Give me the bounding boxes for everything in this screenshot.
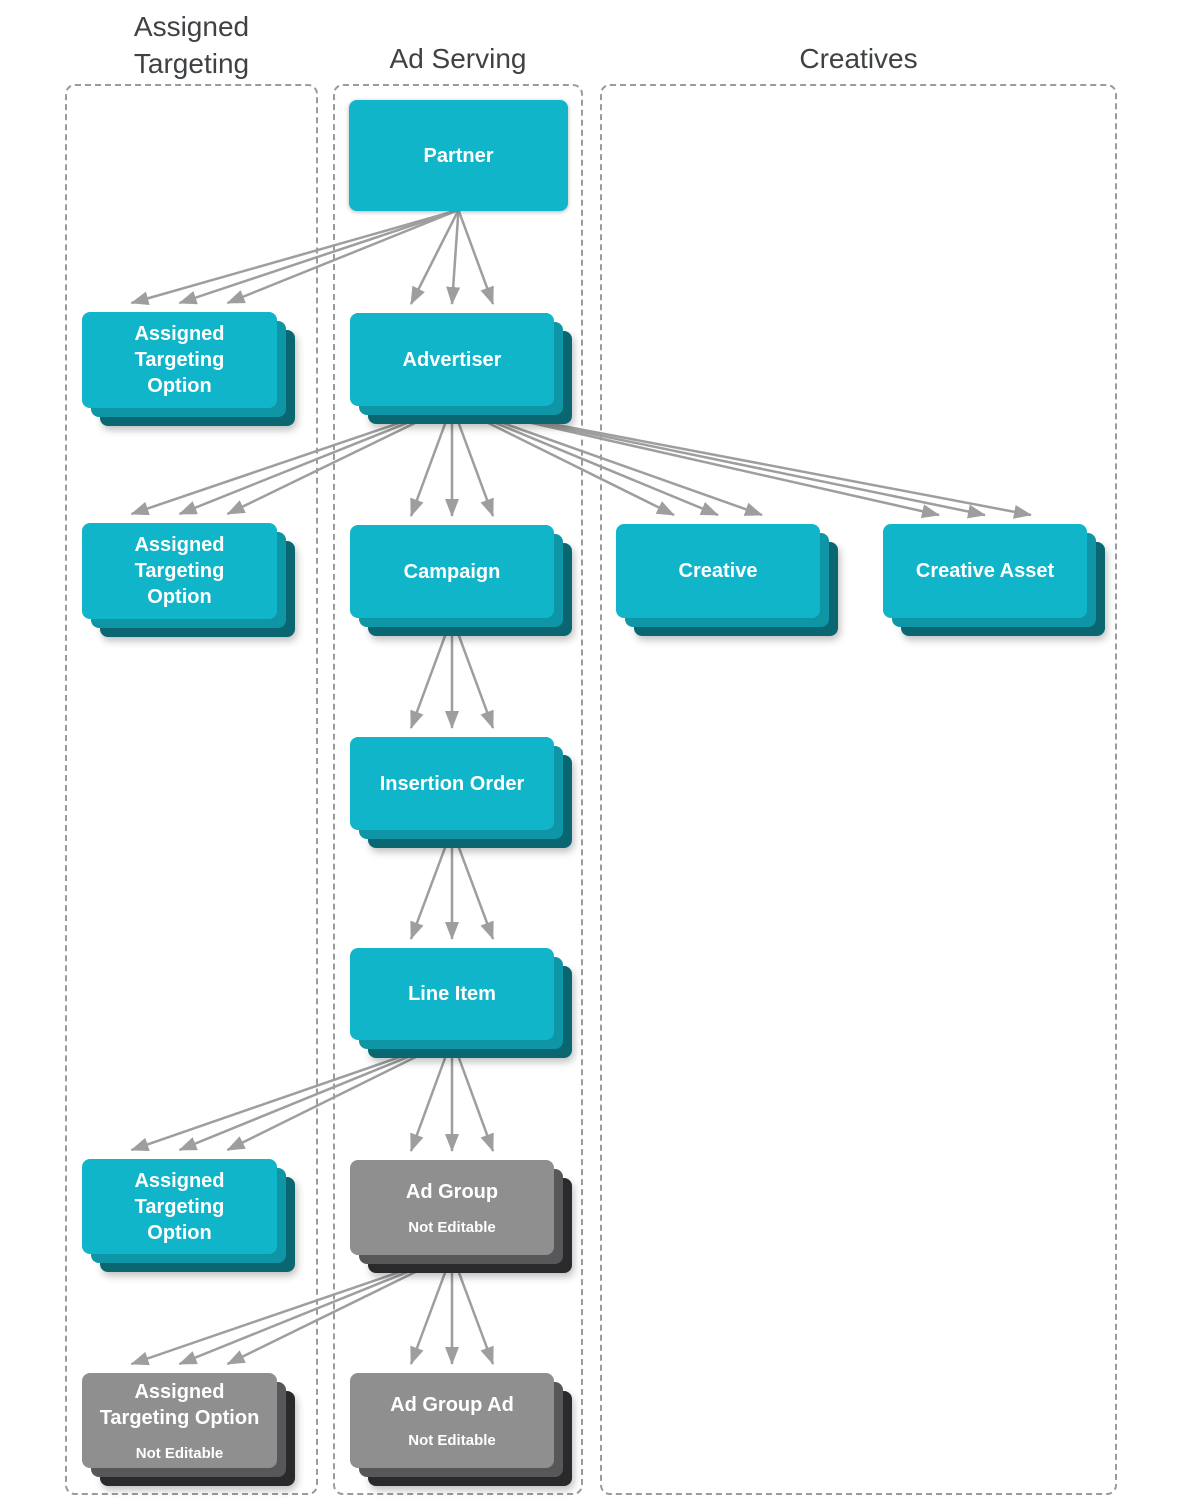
edge-line_item-ato3 — [178, 1037, 453, 1152]
edge-advertiser-creative — [451, 403, 719, 517]
edge-advertiser-ato2 — [226, 403, 453, 516]
node-label: Assigned Targeting Option — [134, 323, 225, 397]
node-label: Insertion Order — [379, 772, 525, 795]
node-ato1: Assigned Targeting Option — [82, 312, 277, 408]
column-creatives — [600, 84, 1117, 1495]
column-header-ad-serving: Ad Serving — [389, 43, 527, 74]
node-label: Ad Group — [405, 1180, 499, 1203]
node-label: Line Item — [408, 983, 496, 1005]
edge-partner-ato1 — [178, 208, 459, 305]
node-line_item: Line Item — [350, 948, 554, 1040]
edge-advertiser-campaign — [450, 404, 495, 517]
node-ato2: Assigned Targeting Option — [82, 523, 277, 619]
node-partner: Partner — [349, 100, 568, 211]
node-ad_group_ad: Ad Group Ad Not Editable — [350, 1373, 554, 1468]
edge-campaign-insertion_order — [409, 616, 454, 729]
node-label: Assigned Targeting Option — [134, 534, 225, 608]
edge-advertiser-campaign — [409, 404, 454, 517]
node-label: Assigned Targeting Option — [99, 1380, 260, 1429]
edge-ad_group-ad_group_ad — [450, 1253, 495, 1365]
column-header-creatives: Creatives — [799, 43, 918, 74]
node-label: Partner — [423, 144, 494, 167]
edge-partner-ato1 — [130, 208, 459, 306]
edge-advertiser-creative — [451, 403, 763, 517]
edge-partner-advertiser — [446, 209, 461, 305]
node-creative: Creative — [616, 524, 820, 618]
edge-ad_group-ad_group_ad — [409, 1253, 454, 1365]
edge-line_item-ad_group — [450, 1038, 495, 1152]
edge-partner-ato1 — [226, 208, 459, 305]
edge-partner-advertiser — [457, 209, 495, 305]
node-ato3: Assigned Targeting Option — [82, 1159, 277, 1254]
node-sublabel: Not Editable — [135, 1444, 224, 1462]
node-label: Creative Asset — [915, 560, 1055, 582]
node-label: Advertiser — [402, 348, 502, 371]
node-label: Ad Group Ad — [390, 1393, 514, 1416]
node-campaign: Campaign — [350, 525, 554, 618]
node-creative_asset: Creative Asset — [883, 524, 1087, 618]
node-advertiser: Advertiser — [350, 313, 554, 406]
edge-advertiser-ato2 — [178, 403, 453, 516]
edge-advertiser-creative — [451, 403, 675, 517]
node-label: Campaign — [403, 560, 501, 583]
column-header-assigned-targeting: Assigned Targeting — [133, 11, 250, 79]
edge-line_item-ato3 — [226, 1037, 453, 1152]
edge-campaign-insertion_order — [450, 616, 495, 729]
column-assigned-targeting — [65, 84, 318, 1495]
node-sublabel: Not Editable — [408, 1431, 496, 1449]
node-label: Assigned Targeting Option — [134, 1169, 225, 1244]
edge-advertiser-ato2 — [130, 403, 453, 516]
node-insertion_order: Insertion Order — [350, 737, 554, 830]
edge-insertion_order-line_item — [409, 828, 454, 940]
edge-advertiser-creative_asset — [451, 403, 1032, 519]
edge-ad_group-ato4 — [130, 1252, 453, 1366]
node-sublabel: Not Editable — [408, 1218, 496, 1236]
edge-line_item-ad_group — [409, 1038, 454, 1152]
edge-ad_group-ato4 — [178, 1252, 453, 1366]
column-ad-serving — [333, 84, 583, 1495]
edge-advertiser-creative_asset — [451, 403, 986, 519]
edge-line_item-ato3 — [130, 1037, 453, 1152]
edge-advertiser-creative_asset — [451, 403, 940, 519]
edge-partner-advertiser — [409, 209, 460, 305]
edge-ad_group-ato4 — [226, 1252, 453, 1366]
edge-insertion_order-line_item — [450, 828, 495, 940]
node-label: Creative — [678, 560, 758, 582]
